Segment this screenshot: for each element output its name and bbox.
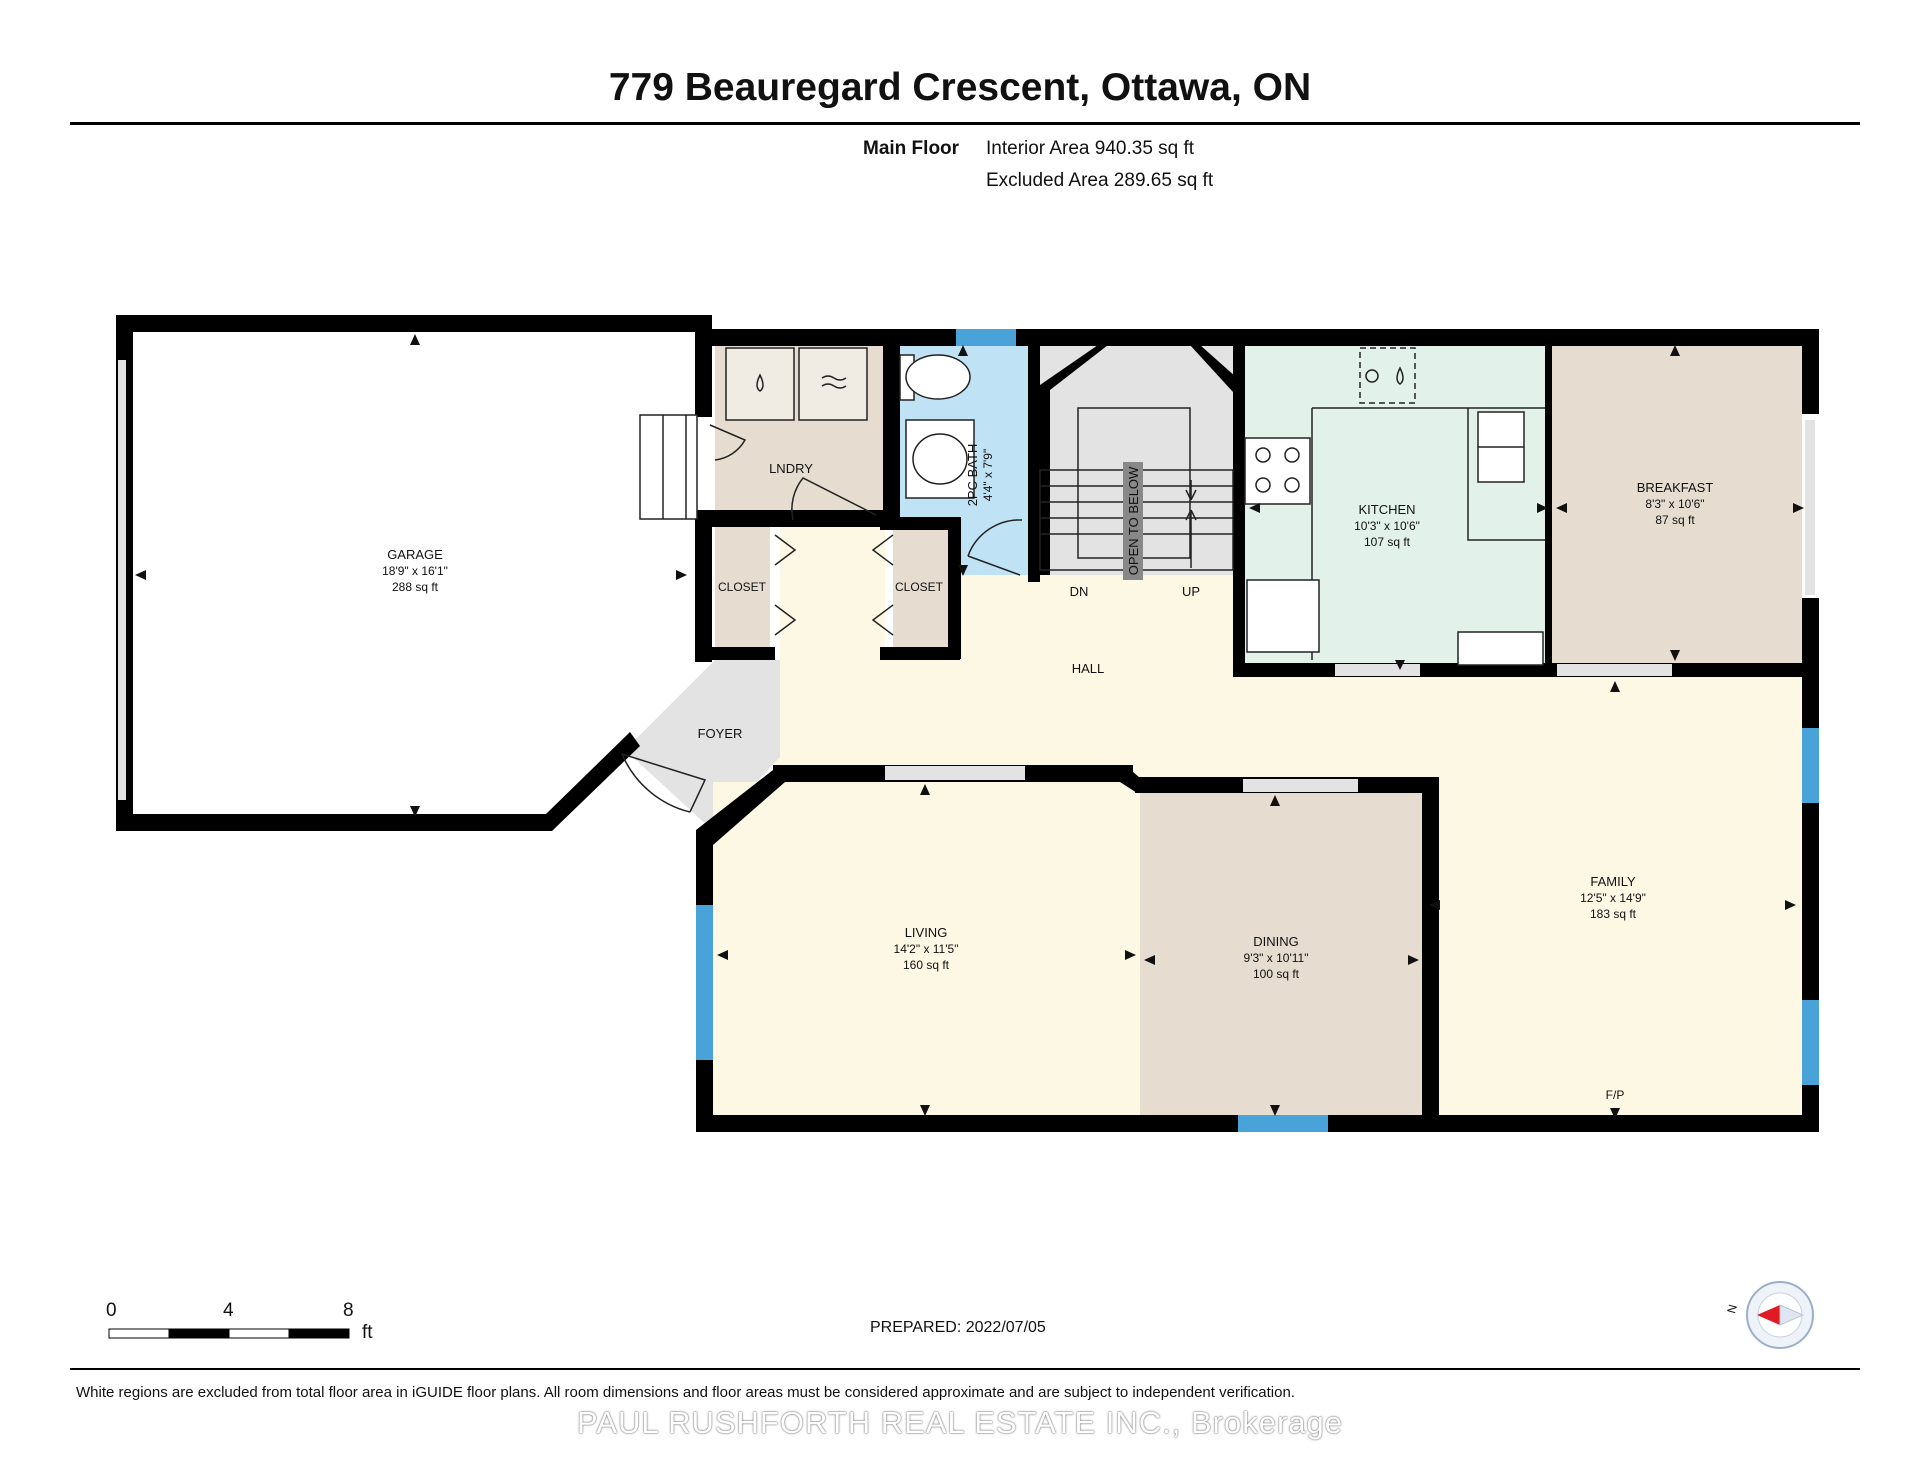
garage-dims: 18'9" x 16'1" [382, 564, 448, 578]
fireplace-label: F/P [1606, 1088, 1625, 1102]
brokerage-watermark: PAUL RUSHFORTH REAL ESTATE INC., Brokera… [576, 1405, 1344, 1440]
interior-area: Interior Area 940.35 sq ft [986, 138, 1195, 159]
scale-bar [108, 1328, 350, 1339]
page-title: 779 Beauregard Crescent, Ottawa, ON [608, 66, 1312, 109]
scale-tick-0: 0 [106, 1300, 117, 1321]
laundry-name: LNDRY [769, 461, 813, 476]
scale-unit: ft [362, 1322, 373, 1343]
living-area: 160 sq ft [903, 958, 950, 972]
stairs-down-label: DN [1070, 584, 1089, 599]
garage-name: GARAGE [387, 547, 443, 562]
breakfast-fill [1552, 345, 1802, 665]
open-to-below-tag [1123, 462, 1143, 580]
bath-name: 2PC BATH [965, 444, 980, 507]
breakfast-dims: 8'3" x 10'6" [1645, 497, 1704, 511]
dining-name: DINING [1253, 934, 1299, 949]
prepared-date: PREPARED: 2022/07/05 [870, 1319, 1046, 1336]
title-rule [70, 122, 1860, 125]
scale-tick-8: 8 [343, 1300, 354, 1321]
compass-icon: N [1724, 1281, 1814, 1349]
breakfast-name: BREAKFAST [1637, 480, 1714, 495]
dining-dims: 9'3" x 10'11" [1244, 951, 1309, 965]
living-dims: 14'2" x 11'5" [894, 942, 959, 956]
kitchen-dims: 10'3" x 10'6" [1354, 519, 1420, 533]
stairs-up-label: UP [1182, 584, 1200, 599]
garage-area: 288 sq ft [392, 580, 439, 594]
closet-right-name: CLOSET [895, 580, 944, 594]
family-dims: 12'5" x 14'9" [1580, 891, 1646, 905]
dining-fill [1140, 793, 1422, 1115]
dining-window [1238, 1115, 1328, 1132]
kitchen-opening [1335, 664, 1420, 676]
foyer-name: FOYER [698, 726, 743, 741]
kitchen-name: KITCHEN [1358, 502, 1415, 517]
disclaimer: White regions are excluded from total fl… [76, 1384, 1295, 1401]
kitchen-area: 107 sq ft [1364, 535, 1411, 549]
compass-label: N [1724, 1303, 1740, 1315]
bath-window [956, 329, 1016, 346]
living-opening [885, 766, 1025, 780]
breakfast-window [1805, 420, 1815, 595]
hall-fill [775, 525, 1802, 1115]
garage-door-left [118, 360, 126, 800]
excluded-area: Excluded Area 289.65 sq ft [986, 170, 1214, 191]
bath-dims: 4'4" x 7'9" [981, 449, 995, 501]
family-window-top [1802, 728, 1819, 803]
floor-name: Main Floor [863, 138, 960, 159]
closet-left-fill [715, 525, 770, 647]
living-window [696, 905, 713, 1060]
open-to-below-label: OPEN TO BELOW [1126, 466, 1141, 575]
room-labels: GARAGE 18'9" x 16'1" 288 sq ft LNDRY 2PC… [382, 444, 1713, 1102]
dimension-arrows [135, 334, 1804, 1119]
room-fills [625, 342, 1802, 1115]
family-window-bottom [1802, 1000, 1819, 1085]
closet-left-name: CLOSET [718, 580, 767, 594]
breakfast-opening [1557, 664, 1672, 676]
breakfast-area: 87 sq ft [1655, 513, 1695, 527]
dining-area: 100 sq ft [1253, 967, 1300, 981]
footer-rule [70, 1368, 1860, 1370]
family-name: FAMILY [1590, 874, 1636, 889]
closet-right-fill [893, 525, 948, 647]
family-area: 183 sq ft [1590, 907, 1637, 921]
hall-name: HALL [1072, 661, 1105, 676]
scale-tick-4: 4 [223, 1300, 234, 1321]
dining-opening [1243, 779, 1358, 792]
living-name: LIVING [905, 925, 948, 940]
windows [118, 329, 1819, 1132]
living-fill [713, 782, 1140, 1115]
